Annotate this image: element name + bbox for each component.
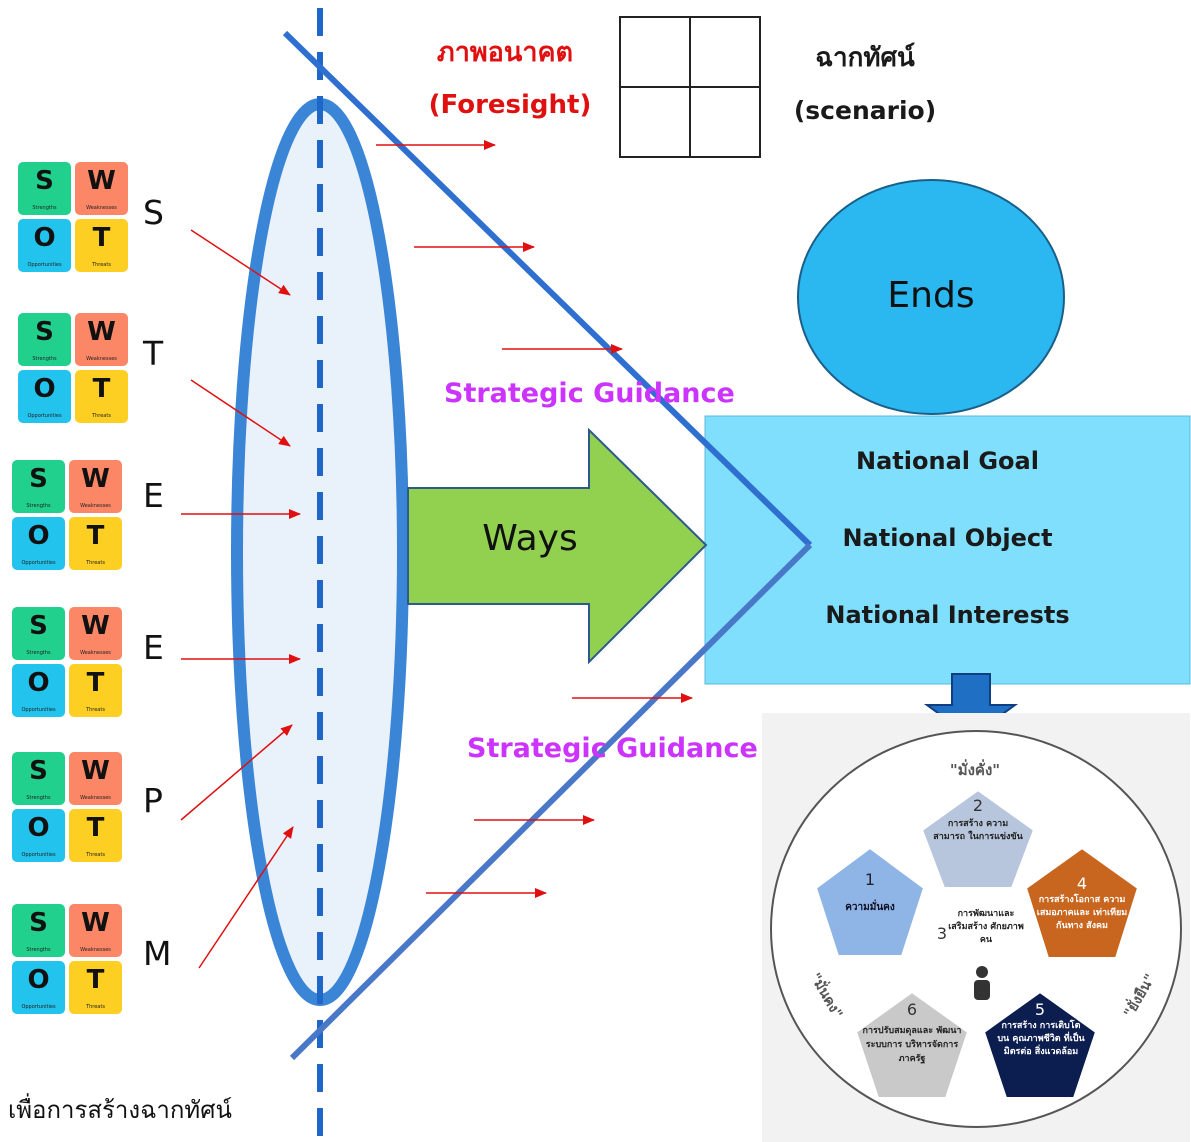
pillar-5-shape (982, 990, 1098, 1099)
ways-arrow (407, 427, 708, 665)
national-object: National Object (842, 524, 1053, 552)
national-box (704, 415, 1191, 685)
strategic-guidance-lower: Strategic Guidance (467, 733, 758, 764)
strategic-guidance-upper: Strategic Guidance (444, 378, 735, 409)
ways-label: Ways (482, 518, 578, 559)
pillar-3-number: 3 (936, 924, 948, 943)
cone-lower-line (289, 542, 813, 1061)
pillar-4-text: การสร้างโอกาส ความเสมอภาคและ เท่าเทียมกั… (1036, 895, 1128, 931)
national-goal: National Goal (856, 447, 1039, 475)
pillar-1-number: 1 (864, 870, 876, 889)
pillar-3-text: การพัฒนาและ เสริมสร้าง ศักยภาพคน (948, 909, 1024, 945)
steep-letter-e1: E (143, 476, 164, 515)
foresight-english: (Foresight) (428, 90, 592, 120)
cone-upper-line (282, 30, 813, 548)
pillar-1-shape (814, 846, 926, 957)
swot-arrows (180, 229, 301, 969)
scenario-thai: ฉากทัศน์ (815, 43, 915, 73)
wheel-top-label: "มั่งคั่ง" (949, 761, 1001, 779)
pillar-6-number: 6 (906, 1000, 918, 1019)
person-icon (974, 966, 990, 1000)
cone-arrows (376, 140, 693, 898)
pillar-4-shape (1024, 846, 1140, 959)
steep-letter-p: P (143, 781, 163, 820)
pillar-1-text: ความมั่นคง (845, 902, 895, 913)
pillar-2-number: 2 (972, 796, 984, 815)
ends-label: Ends (887, 275, 975, 316)
strategy-wheel-panel (762, 713, 1190, 1142)
steep-letter-m: M (143, 934, 172, 973)
scenario-grid (619, 16, 761, 158)
national-interests: National Interests (825, 601, 1070, 629)
pillar-6-shape (854, 990, 970, 1099)
scenario-english: (scenario) (793, 96, 937, 125)
pillar-6-text: การปรับสมดุลและ พัฒนาระบบการ บริหารจัดกา… (862, 1026, 962, 1064)
steep-letter-t: T (143, 334, 164, 373)
steep-letter-s: S (143, 193, 164, 232)
pillar-2-text: การสร้าง ความสามารถ ในการแข่งขัน (933, 819, 1023, 842)
steep-letter-e2: E (143, 628, 164, 667)
pillar-5-number: 5 (1034, 1000, 1046, 1019)
bottom-caption: เพื่อการสร้างฉากทัศน์ (8, 1096, 232, 1124)
pillar-4-number: 4 (1076, 874, 1088, 893)
pillar-2-shape (920, 788, 1036, 889)
pillar-5-text: การสร้าง การเติบโตบน คุณภาพชีวิต ที่เป็น… (997, 1021, 1085, 1057)
ends-circle (797, 179, 1065, 415)
foresight-thai: ภาพอนาคต (436, 37, 574, 68)
